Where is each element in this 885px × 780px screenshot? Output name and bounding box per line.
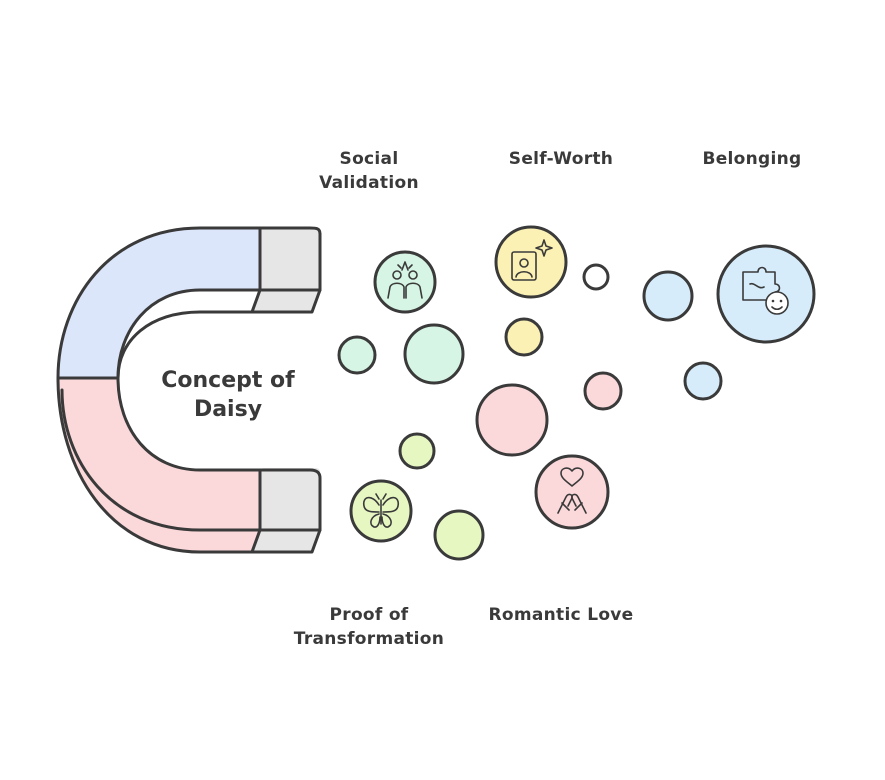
label-romantic-love: Romantic Love bbox=[488, 605, 633, 625]
label-self-worth: Self-Worth bbox=[509, 149, 613, 169]
particle bbox=[398, 432, 436, 470]
magnet bbox=[56, 226, 322, 554]
magnet-lower-half bbox=[58, 378, 260, 530]
butterfly-icon bbox=[349, 479, 413, 543]
magnet-top-tip bbox=[260, 228, 320, 290]
sparkle-portrait-icon bbox=[494, 225, 568, 299]
magnet-lower-depth bbox=[58, 378, 260, 552]
label-proof-of-transformation-line1: Proof of bbox=[330, 605, 409, 625]
particle bbox=[683, 361, 723, 401]
particle bbox=[504, 317, 544, 357]
heart-hands-icon bbox=[534, 454, 610, 530]
center-label-line2: Daisy bbox=[194, 397, 262, 422]
particle bbox=[433, 509, 485, 561]
particle bbox=[337, 335, 377, 375]
particle bbox=[582, 263, 610, 291]
label-belonging: Belonging bbox=[702, 149, 801, 169]
magnet-top-tip-depth bbox=[252, 290, 320, 312]
particle bbox=[403, 323, 465, 385]
particle bbox=[475, 383, 549, 457]
puzzle-face-icon bbox=[716, 244, 816, 344]
particle bbox=[642, 270, 694, 322]
label-social-validation-line2: Validation bbox=[319, 173, 419, 193]
label-social-validation-line1: Social bbox=[340, 149, 399, 169]
magnet-bottom-tip bbox=[260, 468, 320, 530]
particles bbox=[337, 263, 723, 561]
center-label-line1: Concept of bbox=[161, 368, 295, 393]
magnet-bottom-tip-depth bbox=[252, 530, 320, 552]
magnet-upper-half bbox=[58, 228, 260, 378]
label-proof-of-transformation-line2: Transformation bbox=[294, 629, 444, 649]
particle bbox=[583, 371, 623, 411]
high-five-icon bbox=[373, 250, 437, 314]
